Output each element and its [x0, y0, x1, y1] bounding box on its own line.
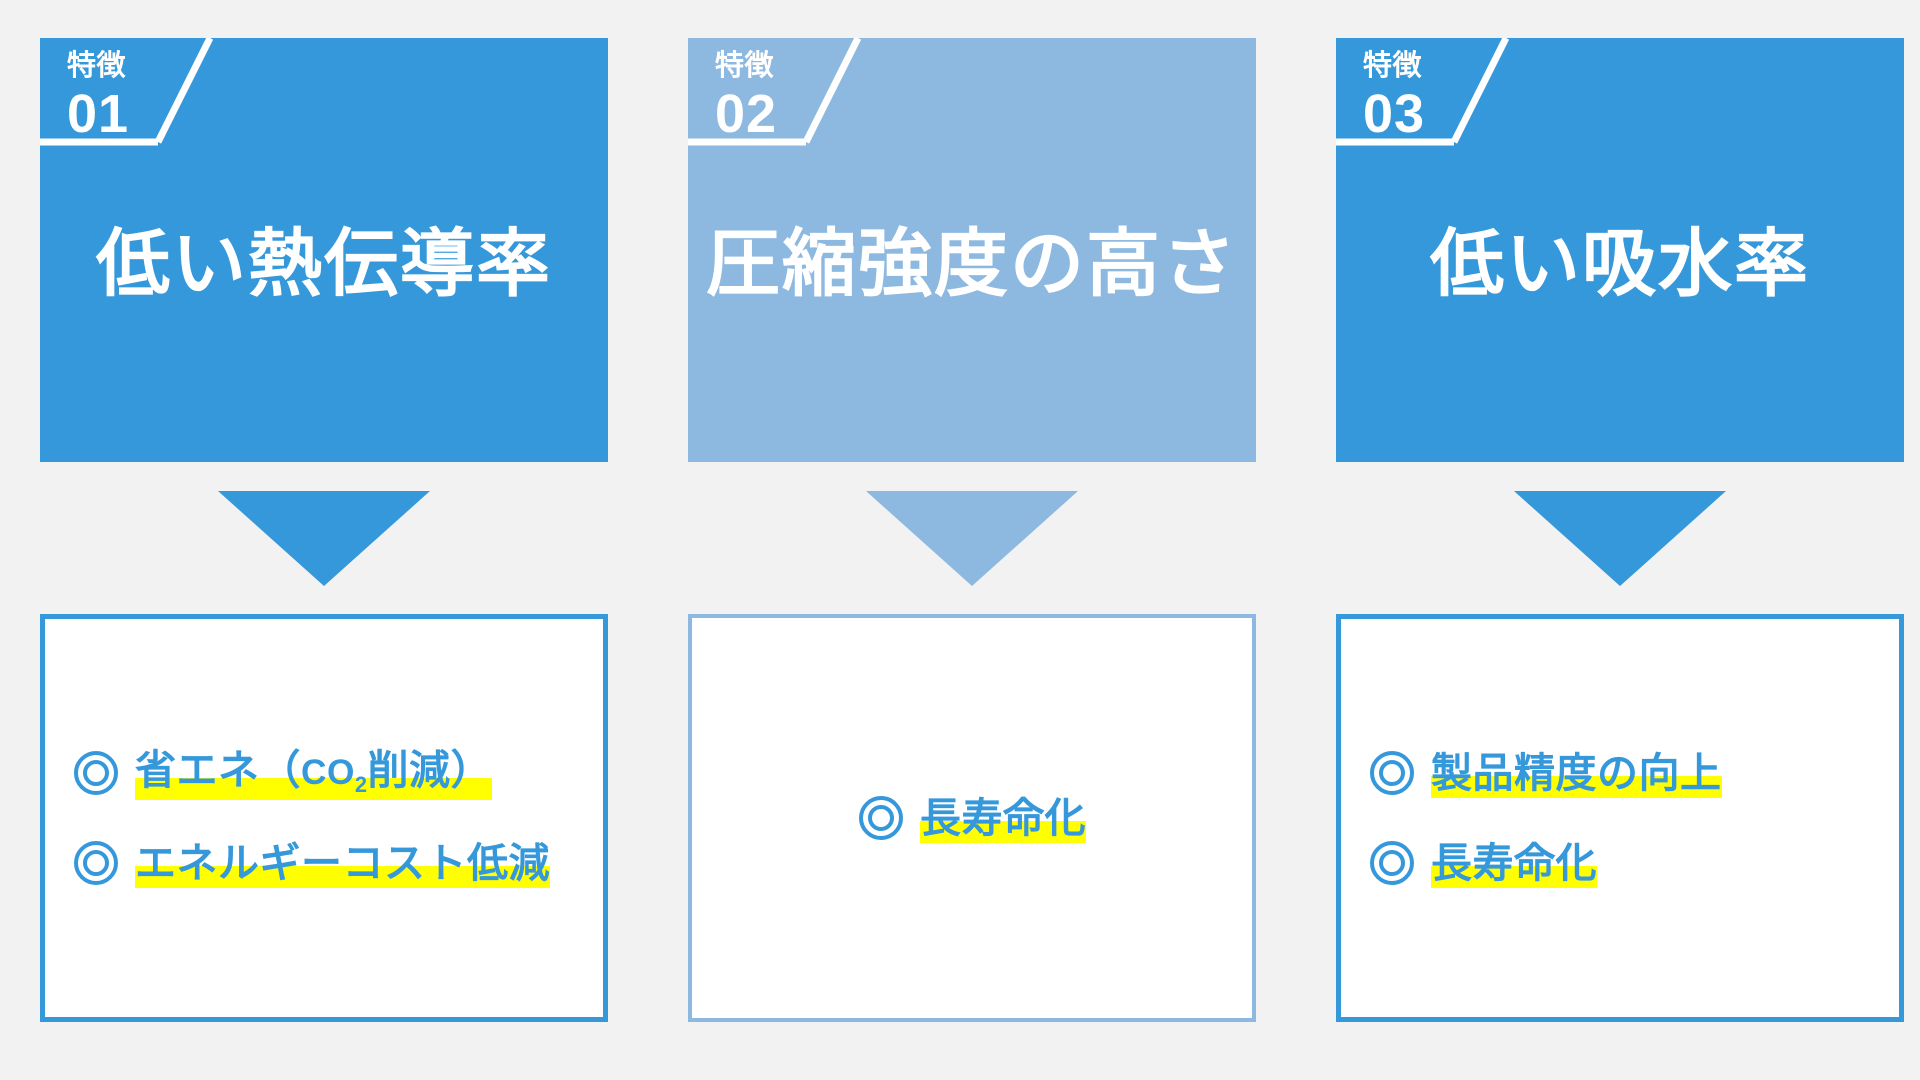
- feature-badge-kicker: 特徴: [715, 50, 775, 82]
- text-highlight: [1431, 865, 1597, 888]
- down-triangle-icon: [1514, 490, 1726, 586]
- double-circle-icon: [858, 795, 904, 841]
- result-item: エネルギーコスト低減: [73, 839, 550, 888]
- double-circle-icon: [73, 750, 119, 796]
- feature-badge-number: 03: [1363, 84, 1426, 144]
- down-triangle-icon: [866, 490, 1078, 586]
- double-circle-icon: [1369, 840, 1415, 886]
- result-item-text: 製品精度の向上: [1431, 749, 1722, 796]
- text-highlight: [1431, 775, 1722, 798]
- text-highlight: [920, 820, 1086, 843]
- down-triangle-icon: [218, 490, 430, 586]
- result-item-label: 長寿命化: [1431, 839, 1597, 888]
- arrow-wrap-3: [1336, 462, 1904, 614]
- result-item-text: エネルギーコスト低減: [135, 839, 550, 886]
- result-item-text: 長寿命化: [920, 794, 1086, 841]
- text-highlight: [135, 777, 493, 800]
- result-box-1: 省エネ（CO2削減） エネルギーコスト低減: [40, 614, 608, 1022]
- result-box-2: 長寿命化: [688, 614, 1256, 1022]
- feature-title-3: 低い吸水率: [1430, 222, 1810, 306]
- arrow-wrap-1: [40, 462, 608, 614]
- result-item-label: 長寿命化: [920, 794, 1086, 843]
- result-item: 長寿命化: [858, 794, 1086, 843]
- feature-badge-kicker: 特徴: [67, 50, 127, 82]
- text-highlight: [135, 865, 550, 888]
- result-item-text: 長寿命化: [1431, 839, 1597, 886]
- double-circle-icon: [1369, 750, 1415, 796]
- result-item-label: 製品精度の向上: [1431, 749, 1722, 798]
- result-item: 長寿命化: [1369, 839, 1597, 888]
- feature-badge-kicker: 特徴: [1363, 50, 1423, 82]
- result-item-text: 省エネ（CO2削減）: [135, 747, 493, 798]
- result-item: 製品精度の向上: [1369, 749, 1722, 798]
- feature-title-2: 圧縮強度の高さ: [706, 222, 1238, 306]
- result-item: 省エネ（CO2削減）: [73, 747, 493, 800]
- feature-badge-number: 01: [67, 84, 130, 144]
- result-box-3: 製品精度の向上長寿命化: [1336, 614, 1904, 1022]
- arrow-wrap-2: [688, 462, 1256, 614]
- feature-badge-number: 02: [715, 84, 778, 144]
- double-circle-icon: [73, 840, 119, 886]
- result-item-label: エネルギーコスト低減: [135, 839, 550, 888]
- result-item-label: 省エネ（CO2削減）: [135, 747, 493, 800]
- feature-title-1: 低い熱伝導率: [96, 222, 552, 306]
